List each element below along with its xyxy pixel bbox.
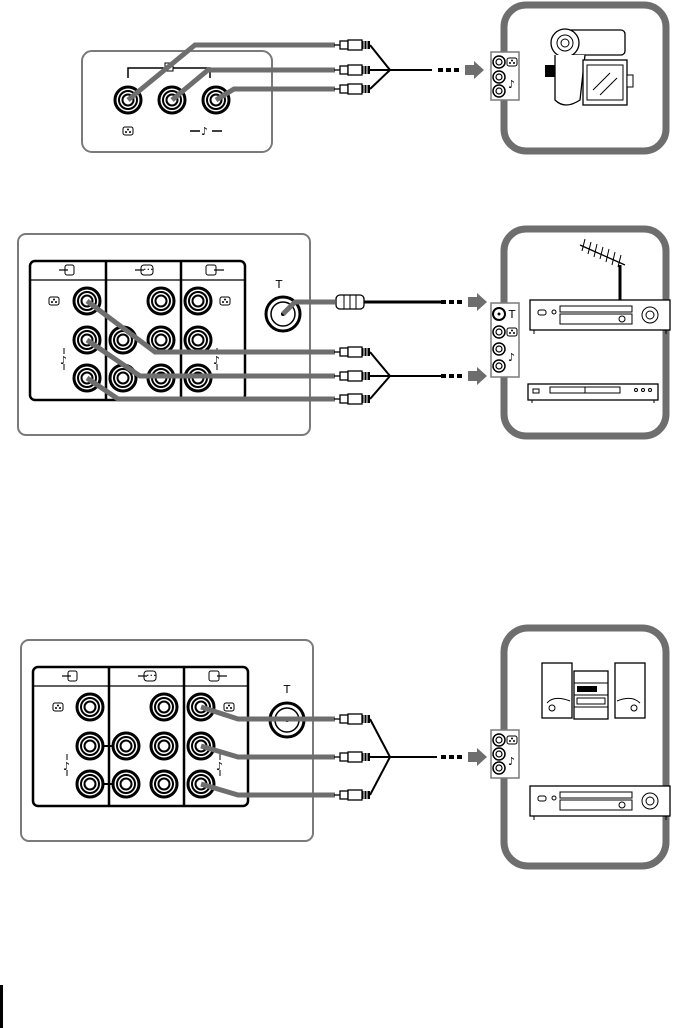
video-icon [53, 703, 63, 711]
svg-text:♪: ♪ [60, 354, 67, 367]
monitor-video-jack[interactable] [148, 288, 174, 314]
vcr-icon [530, 786, 670, 820]
plug [334, 65, 370, 75]
vcr-icon [530, 300, 670, 334]
rf-plug [336, 295, 364, 309]
audio-note-icon: ♪ [508, 755, 515, 768]
input-audio-l-jack[interactable] [77, 733, 103, 759]
monitor-audio-l-jack[interactable] [113, 733, 139, 759]
video-icon [49, 297, 59, 305]
device-jack-panel: ♪ [491, 52, 519, 100]
monitor-audio-r-jack[interactable] [113, 771, 139, 797]
video-icon [507, 58, 517, 66]
arrow-icon [441, 293, 487, 311]
audio-note-icon: ♪ [508, 351, 515, 364]
diagram-rear-output: ··· ♪ ♪ T [21, 628, 670, 866]
video-icon [220, 297, 230, 305]
video-icon [123, 127, 133, 135]
arrow-icon [441, 367, 487, 385]
monitor-audio-r2-jack[interactable] [151, 771, 177, 797]
svg-text:♪: ♪ [216, 760, 223, 773]
dvd-player-icon [528, 384, 658, 403]
diagram-front-input: ♪ ♪ [82, 5, 666, 152]
plug [334, 347, 370, 357]
plug [334, 371, 370, 381]
monitor-audio-l2-jack[interactable] [151, 733, 177, 759]
arrow-icon [438, 61, 484, 79]
diagram-rear-input: ··· ♪ ♪ T [18, 229, 670, 436]
page-margin-bar [0, 985, 3, 1028]
device-box-vcr-dvd [504, 229, 666, 436]
device-jack-panel: T ♪ [491, 303, 519, 377]
video-icon [224, 703, 234, 711]
plug [334, 394, 370, 404]
svg-text:···: ··· [146, 669, 157, 682]
device-jack-panel: ♪ [491, 730, 519, 778]
arrow-icon [441, 748, 487, 766]
input-video-jack[interactable] [77, 694, 103, 720]
svg-text:♪: ♪ [63, 760, 70, 773]
svg-text:♪: ♪ [213, 354, 220, 367]
plug [334, 752, 370, 762]
svg-text:♪: ♪ [508, 78, 515, 91]
monitor-video-jack[interactable] [151, 694, 177, 720]
svg-text:···: ··· [143, 263, 154, 276]
camcorder-icon [545, 29, 633, 105]
antenna-icon: T [283, 683, 291, 696]
input-audio-r-jack[interactable] [77, 771, 103, 797]
svg-text:♪: ♪ [201, 125, 208, 138]
output-video-jack[interactable] [185, 288, 211, 314]
plug [334, 40, 370, 50]
output-audio-l-jack[interactable] [185, 327, 211, 353]
video-icon [507, 736, 517, 744]
stereo-system-icon [542, 663, 645, 719]
video-icon [507, 328, 517, 336]
antenna-icon: T [508, 308, 516, 321]
plug [334, 714, 370, 724]
plug [334, 84, 370, 94]
antenna-icon: T [275, 278, 283, 291]
plug [334, 790, 370, 800]
